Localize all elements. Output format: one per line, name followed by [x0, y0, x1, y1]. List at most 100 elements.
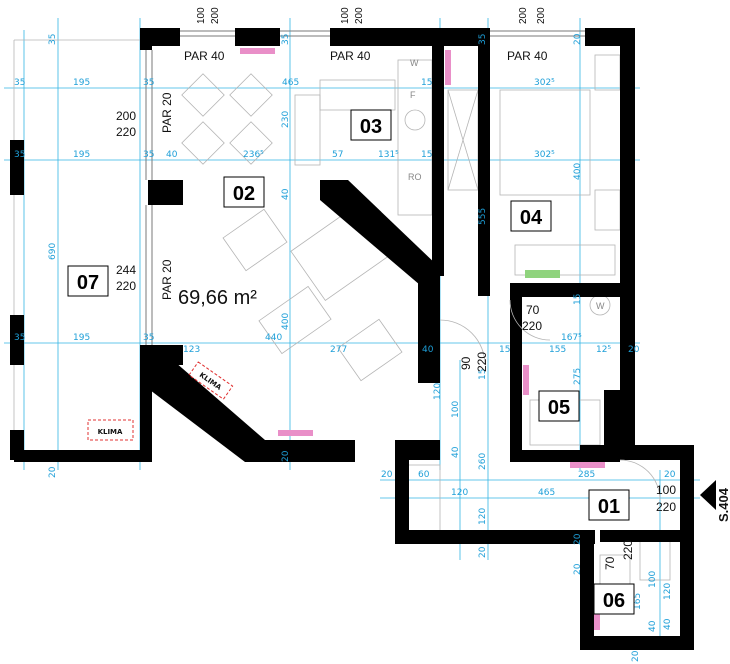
dim-v-1: 35 [281, 34, 291, 45]
dim-v-26: 20 [631, 650, 641, 662]
room-number-03: 03 [360, 116, 382, 138]
dim-v-8: 400 [573, 163, 583, 180]
dim-r3-2: 35 [143, 333, 154, 343]
door-3-w: 90 [459, 356, 473, 370]
fixture-letters: W F RO W [408, 58, 605, 311]
dim-r1-5: 302⁵ [534, 78, 555, 88]
dim-v-12: 120 [433, 383, 443, 400]
dim-r2-1: 195 [73, 150, 90, 160]
dim-r1-3: 465 [282, 78, 299, 88]
dim-r3-0: 35 [14, 333, 25, 343]
stair-ref-label: S.404 [716, 487, 730, 522]
dim-r3-1: 195 [73, 333, 90, 343]
window-dim-1: 200 [210, 7, 221, 24]
dim-v-19: 20 [478, 546, 488, 558]
dim-r4-2: 120 [451, 488, 468, 498]
room-box-07 [67, 265, 109, 297]
room-number-05: 05 [548, 397, 570, 419]
room-labels: 02 03 04 05 01 06 07 [67, 109, 635, 615]
doors [439, 299, 661, 501]
room-number-01: 01 [598, 496, 620, 518]
par-label-0: PAR 40 [184, 49, 225, 63]
dim-v-15: 15 [478, 369, 488, 380]
dim-r2-4: 236⁵ [243, 150, 264, 160]
door-4-h: 220 [656, 500, 676, 514]
dim-v-24: 120 [663, 583, 673, 600]
dim-v-18: 20 [281, 450, 291, 462]
dim-r4-1: 60 [418, 470, 430, 480]
room-number-07: 07 [77, 272, 99, 294]
radiators [240, 48, 605, 630]
dim-r4-5: 20 [664, 470, 676, 480]
door-5-w: 70 [603, 556, 617, 570]
window-dim-0: 100 [196, 7, 207, 24]
dim-v-9: 275 [573, 368, 583, 385]
fixture-ro-kitchen: RO [408, 172, 422, 182]
dim-v-11: 40 [451, 446, 461, 458]
fixture-f-kitchen: F [410, 90, 416, 100]
window-dim-2: 100 [340, 7, 351, 24]
window-dim-5: 200 [536, 7, 547, 24]
dim-r3-11: 20 [628, 345, 640, 355]
dim-v-22: 165 [633, 593, 643, 610]
par-label-3: PAR 20 [160, 92, 174, 133]
dim-v-27: 20 [573, 33, 583, 45]
dim-r3-8: 155 [549, 345, 566, 355]
dim-v-13: 260 [478, 453, 488, 470]
dim-v-25: 40 [663, 618, 673, 630]
door-1-w: 244 [116, 263, 136, 277]
dim-r1-4: 15 [421, 78, 432, 88]
dim-r2-0: 35 [14, 150, 25, 160]
dim-r3-9: 167⁵ [561, 333, 582, 343]
dim-v-23: 40 [648, 620, 658, 632]
dim-r2-5: 57 [332, 150, 343, 160]
dim-v-7: 555 [478, 208, 488, 225]
dim-v-10: 100 [451, 401, 461, 418]
dim-v-5: 40 [281, 188, 291, 200]
door-1-h: 220 [116, 279, 136, 293]
dim-r3-10: 12⁵ [596, 345, 611, 355]
window-dim-4: 200 [518, 7, 529, 24]
stair-reference: S.404 [700, 480, 730, 522]
room-box-05 [538, 390, 580, 422]
room-box-03 [350, 109, 392, 141]
furniture [13, 39, 671, 586]
door-2-h: 220 [522, 319, 542, 333]
dim-r2-6: 131⁵ [378, 150, 399, 160]
windows [145, 30, 585, 345]
room-number-04: 04 [520, 207, 543, 229]
dim-r1-0: 35 [14, 78, 25, 88]
dim-r4-4: 285 [578, 470, 595, 480]
door-5-h: 220 [621, 540, 635, 560]
par-label-2: PAR 40 [507, 49, 548, 63]
dim-r4-3: 465 [538, 488, 555, 498]
room-box-02 [223, 176, 265, 208]
door-sizes: 200 220 244 220 70 220 90 220 100 220 70… [116, 109, 676, 570]
room-area: 69,66 m² [178, 287, 257, 309]
dim-r3-7: 15 [499, 345, 510, 355]
room-box-04 [510, 200, 552, 232]
dim-v-28: 20 [573, 533, 583, 545]
dim-v-16: 15 [573, 294, 583, 305]
door-0-h: 220 [116, 125, 136, 139]
dim-r4-0: 20 [381, 470, 393, 480]
stair-arrow-icon [700, 480, 716, 510]
door-4-w: 100 [656, 483, 676, 497]
room-box-06 [593, 583, 635, 615]
dim-v-14: 120 [478, 508, 488, 525]
door-3-h: 220 [475, 352, 489, 372]
dim-r3-5: 277 [330, 345, 347, 355]
window-dim-3: 200 [354, 7, 365, 24]
dim-v-17: 20 [48, 466, 58, 478]
dim-v-0: 35 [48, 34, 58, 45]
dim-r1-2: 35 [143, 78, 154, 88]
dim-v-6: 690 [48, 243, 58, 260]
dim-r2-8: 302⁵ [534, 150, 555, 160]
dim-r2-7: 15 [421, 150, 432, 160]
par-label-1: PAR 40 [330, 49, 371, 63]
dim-v-2: 35 [478, 34, 488, 45]
door-2-w: 70 [526, 303, 540, 317]
dimension-labels: 35 195 35 465 15 302⁵ 35 195 35 40 236⁵ … [14, 33, 676, 662]
room-number-06: 06 [603, 590, 625, 612]
